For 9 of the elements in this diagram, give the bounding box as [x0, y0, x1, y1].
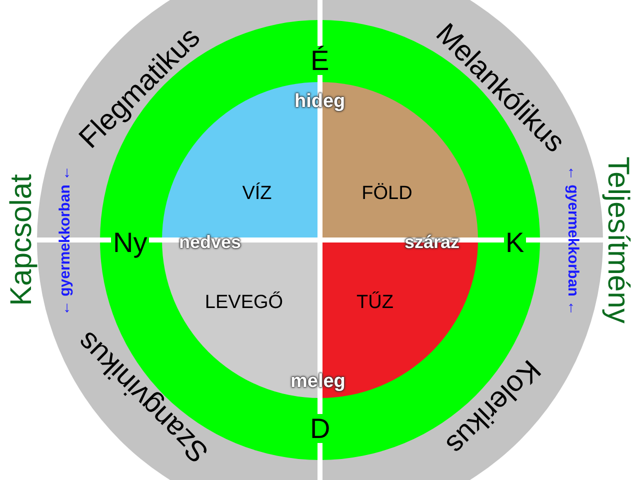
element-name: VÍZ — [242, 183, 272, 205]
side-label: Teljesítmény — [600, 156, 634, 324]
arrow-note: ← gyermekkorban ← — [56, 164, 74, 316]
quality-label: nedves — [179, 232, 242, 252]
element-name: FÖLD — [362, 183, 412, 205]
element-name: LEVEGŐ — [204, 292, 284, 314]
arrow-note: ← gyermekkorban ← — [564, 164, 582, 316]
side-label: Kapcsolat — [4, 174, 39, 306]
element-name: TŰZ — [356, 292, 394, 314]
